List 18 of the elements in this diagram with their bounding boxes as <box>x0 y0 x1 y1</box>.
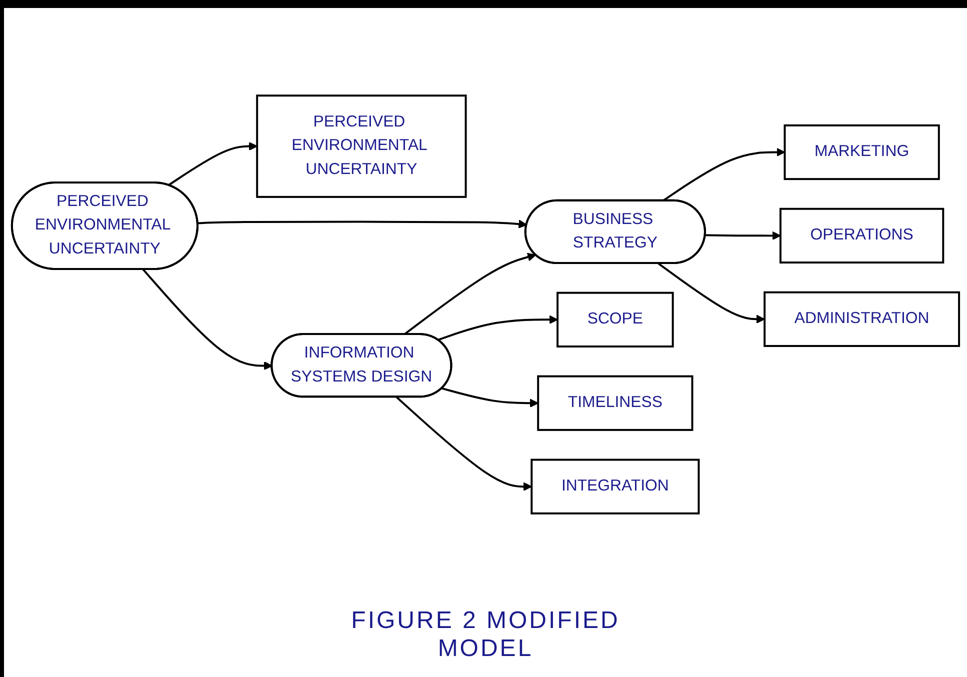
arrow <box>403 252 536 336</box>
arrow <box>705 231 781 240</box>
node-box: PERCEIVED ENVIRONMENTAL UNCERTAINTY <box>256 94 467 198</box>
arrow <box>658 262 765 324</box>
arrow <box>168 142 258 186</box>
node-box: ADMINISTRATION <box>764 291 960 347</box>
arrow <box>396 396 532 491</box>
node-box: SCOPE <box>556 292 674 348</box>
node-box: TIMELINESS <box>537 375 694 431</box>
arrow <box>438 315 558 341</box>
arrow <box>142 268 273 370</box>
arrow <box>442 387 538 408</box>
node-box: OPERATIONS <box>779 208 944 264</box>
arrow <box>198 220 528 228</box>
figure-caption: FIGURE 2 MODIFIED MODEL <box>350 607 621 663</box>
node-box: INTEGRATION <box>530 458 700 514</box>
arrow <box>662 148 786 202</box>
node-box: MARKETING <box>784 124 940 180</box>
